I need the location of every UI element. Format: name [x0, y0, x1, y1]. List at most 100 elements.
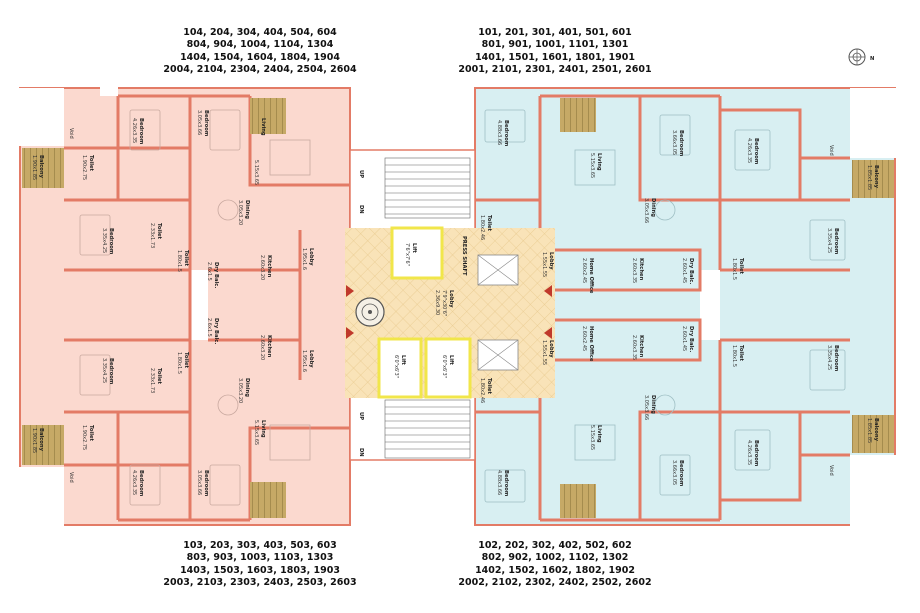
- floor-rosette-icon: [355, 297, 385, 327]
- lobby-size: 7'9"x30'6": [441, 290, 447, 316]
- room-label: Toilet: [486, 215, 492, 231]
- room-label: Bedroom: [108, 228, 114, 254]
- room-size: 2.60x2.45: [581, 326, 587, 351]
- compass-north-label: N: [870, 56, 874, 62]
- bed-icon: [659, 454, 691, 496]
- room-size: 3.05x3.20: [237, 200, 243, 225]
- room-size: 1.85x1.85: [866, 165, 872, 190]
- room-size: 3.35x4.25: [101, 358, 107, 383]
- room-label: Bedroom: [678, 460, 684, 486]
- room-size: 5.15x3.65: [253, 160, 259, 185]
- room-size: 1.55x1.55: [541, 340, 547, 365]
- room-label: Bedroom: [753, 440, 759, 466]
- room-label: Lobby: [308, 248, 314, 266]
- room-label: Living: [596, 153, 602, 171]
- room-size: 1.90x1.85: [31, 428, 37, 453]
- room-label: Dining: [650, 395, 656, 414]
- room-size: 2.60x3.20: [259, 255, 265, 280]
- balcony: [22, 425, 64, 465]
- room-label: Bedroom: [503, 470, 509, 496]
- room-size: 2.60x3.20: [259, 335, 265, 360]
- arrow-icon: [544, 327, 552, 339]
- bed-icon: [484, 469, 526, 503]
- room-size: 2.60x2.45: [581, 258, 587, 283]
- sofa-icon: [269, 424, 311, 461]
- bed-icon: [209, 109, 241, 151]
- room-size: 1.95x1.6: [301, 248, 307, 270]
- bed-icon: [659, 114, 691, 156]
- lift-size: 6'0"x6'3": [393, 355, 399, 378]
- room-size: 4.26x3.35: [746, 138, 752, 163]
- bed-icon: [734, 429, 771, 471]
- room-size: 1.80x1.5: [176, 352, 182, 374]
- room-label: Home Office: [588, 258, 594, 294]
- bed-icon: [734, 129, 771, 171]
- lift-bottom-left: [377, 337, 423, 399]
- unit-numbers-line: 1402, 1502, 1602, 1802, 1902: [475, 564, 635, 576]
- lift-bottom-right: [424, 337, 472, 399]
- unit-numbers-line: 103, 203, 303, 403, 503, 603: [183, 540, 337, 551]
- room-size: 3.35x4.25: [101, 228, 107, 253]
- room-label: Bedroom: [503, 120, 509, 146]
- room-size: 1.80x1.5: [176, 250, 182, 272]
- unit-numbers-line: 2002, 2102, 2302, 2402, 2502, 2602: [458, 577, 652, 589]
- unit-numbers-line: 1404, 1504, 1604, 1804, 1904: [180, 51, 340, 63]
- unit-numbers-line: 1401, 1501, 1601, 1801, 1901: [475, 51, 635, 63]
- bed-icon: [129, 464, 161, 506]
- room-label: Bedroom: [138, 470, 144, 496]
- room-size: 4.26x3.35: [746, 440, 752, 465]
- room-label: Home Office: [588, 326, 594, 362]
- room-size: 3.66x3.05: [671, 460, 677, 485]
- room-label: Balcony: [38, 155, 44, 179]
- room-size: 2.60x1.45: [681, 326, 687, 351]
- room-size: 1.80x2.46: [479, 378, 485, 403]
- unit-numbers-line: 2004, 2104, 2304, 2404, 2504, 2604: [163, 64, 357, 76]
- room-label: Toilet: [183, 352, 189, 368]
- room-label: Kitchen: [638, 258, 644, 281]
- press-shaft-label: PRESS SHAFT: [461, 236, 467, 276]
- balcony: [560, 98, 596, 132]
- room-size: 2.60x3.35: [631, 258, 637, 283]
- room-label: Bedroom: [203, 470, 209, 496]
- table-icon: [217, 199, 239, 221]
- room-label: Bedroom: [753, 138, 759, 164]
- room-label: Dry Balc.: [688, 326, 694, 352]
- room-label: Toilet: [88, 155, 94, 171]
- bed-icon: [79, 214, 111, 256]
- lift-size: 7'6"x7'6": [404, 243, 410, 266]
- balcony: [250, 98, 286, 134]
- balcony: [852, 160, 894, 198]
- room-size: 3.35x4.25: [826, 228, 832, 253]
- lift-label: Lift: [448, 355, 454, 365]
- room-label: Dining: [244, 200, 250, 219]
- unit-numbers-line: 104, 204, 304, 404, 504, 604: [183, 27, 337, 38]
- balcony: [250, 482, 286, 518]
- room-size: 5.15x3.65: [253, 420, 259, 445]
- compass-icon: N: [848, 48, 874, 66]
- lift-top: [390, 226, 444, 280]
- balcony: [22, 148, 64, 188]
- table-icon: [217, 394, 239, 416]
- unit-numbers-top-left: 104, 204, 304, 404, 504, 604 804, 904, 1…: [130, 27, 390, 77]
- room-label: Balcony: [873, 165, 879, 189]
- room-label: Dining: [650, 198, 656, 217]
- room-label: Lobby: [548, 252, 554, 270]
- sofa-icon: [574, 149, 616, 186]
- room-size: 3.05x3.66: [643, 198, 649, 223]
- bed-icon: [484, 109, 526, 143]
- room-size: 3.05x3.66: [196, 110, 202, 135]
- room-label: Lobby: [548, 340, 554, 358]
- room-label: Lobby: [308, 350, 314, 368]
- void-label: Void: [68, 472, 74, 483]
- room-size: 2.6x1.5: [206, 318, 212, 337]
- room-size: 2.6x1.5: [206, 262, 212, 281]
- room-size: 1.95x1.6: [301, 350, 307, 372]
- room-size: 2.33x1.73: [149, 223, 155, 248]
- room-label: Dining: [244, 378, 250, 397]
- lift-size: 6'0"x6'3": [441, 355, 447, 378]
- room-size: 1.80x1.5: [731, 345, 737, 367]
- void-label: Void: [68, 128, 74, 139]
- room-label: Toilet: [156, 368, 162, 384]
- room-size: 3.05x3.66: [196, 470, 202, 495]
